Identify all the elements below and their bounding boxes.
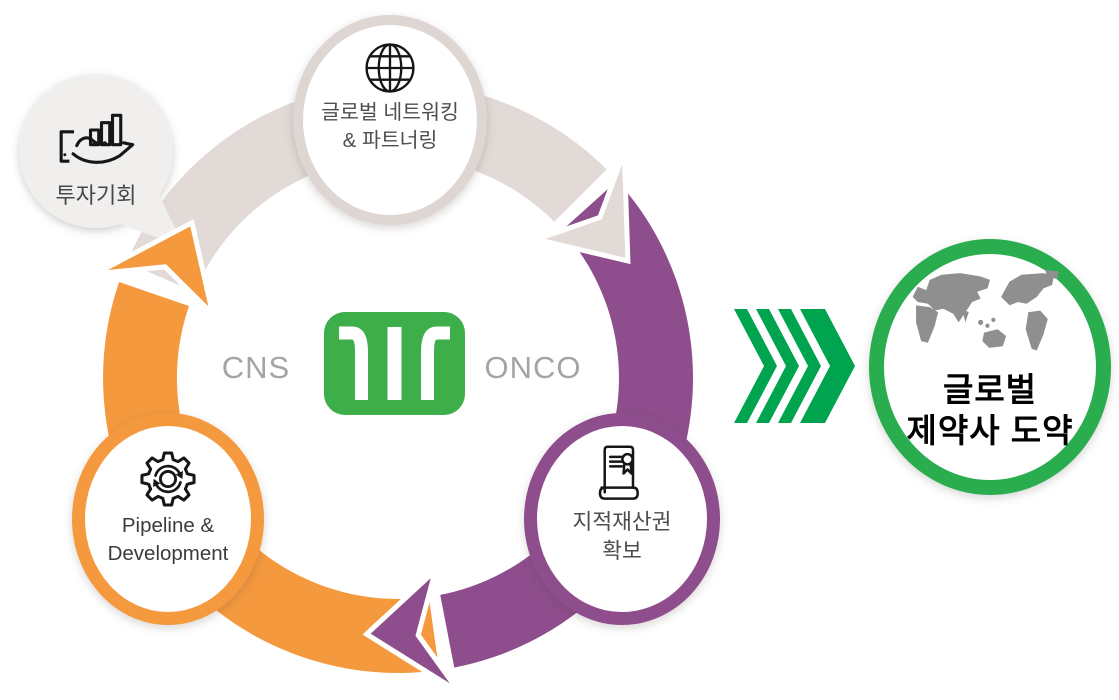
node-pipeline-development: Pipeline & Development: [72, 413, 264, 625]
brand-logo: [324, 312, 465, 415]
node-label-line: & 파트너링: [342, 128, 438, 152]
node-label-line: 확보: [602, 538, 642, 563]
center-label-cns: CNS: [221, 350, 291, 385]
chevron-right-icon-2: [756, 309, 799, 423]
center-label-onco: ONCO: [484, 350, 582, 385]
networking-arrow-band: [126, 83, 607, 292]
chevron-right-icon-1: [734, 309, 777, 423]
node-label-line: 글로벌 네트워킹: [321, 101, 459, 124]
gear-cycle-arrowhead: [175, 471, 183, 480]
gear-cycle-arrow: [154, 464, 182, 477]
callout-investment-opportunity: 투자기회: [19, 74, 173, 228]
hand-chart-icon: [59, 113, 135, 164]
callout-label: 투자기회: [55, 183, 137, 208]
chevron-right-icon-4: [800, 309, 855, 423]
world-map-icon: [912, 269, 1059, 351]
globe-icon: [365, 43, 415, 93]
ip-arrow-head: [362, 562, 462, 695]
node-label-line: Pipeline &: [121, 514, 215, 537]
brand-logo-glyphs: [339, 326, 450, 400]
pipeline-arrow-head: [94, 218, 218, 323]
networking-arrow-head: [527, 150, 631, 265]
outcome-label-line: 제약사 도약: [906, 411, 1074, 449]
callout-bubble: [19, 74, 173, 228]
node-global-networking: 글로벌 네트워킹 & 파트너링: [293, 15, 487, 225]
node-label-line: 지적재산권: [572, 510, 672, 534]
chevron-right-icon-3: [778, 309, 821, 423]
node-global-pharma-goal: 글로벌 제약사 도약: [869, 239, 1111, 495]
gear-cycle-icon: [140, 451, 196, 507]
outcome-label-line: 글로벌: [942, 371, 1038, 408]
certificate-icon: [598, 445, 639, 500]
gear-cycle-arrowhead: [153, 478, 161, 487]
gear-cycle-arrow: [154, 481, 182, 494]
node-label-line: Development: [107, 542, 229, 566]
node-ip-rights: 지적재산권 확보: [524, 413, 720, 625]
